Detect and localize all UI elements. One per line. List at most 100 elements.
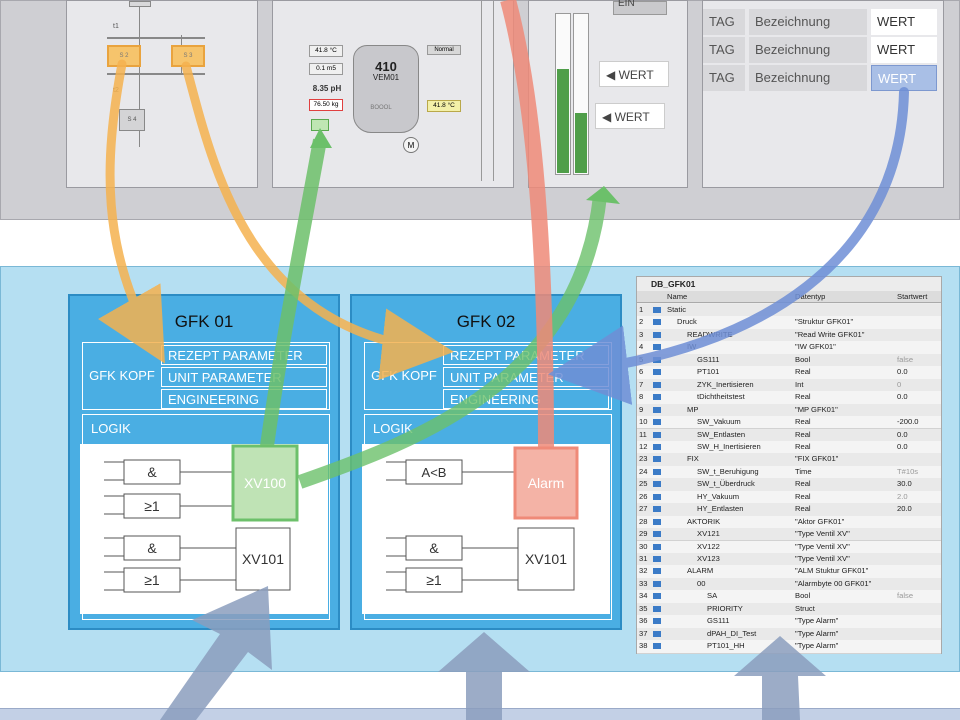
ein-button[interactable]: EIN xyxy=(613,0,667,15)
db-row-icon xyxy=(653,344,661,351)
bar-gauge-2 xyxy=(573,13,589,175)
db-row-name: GS111 xyxy=(697,354,720,364)
motor-symbol[interactable]: M xyxy=(403,137,419,153)
db-row-value: 0 xyxy=(897,379,902,389)
db-header-value: Startwert xyxy=(897,292,928,301)
db-row-type: "FIX GFK01" xyxy=(795,454,839,464)
gfk01-and-label: & xyxy=(147,464,157,480)
gfk01-and-gate[interactable] xyxy=(123,459,181,485)
gfk01-or-gate-2[interactable] xyxy=(123,567,181,593)
tag-value[interactable]: WERT xyxy=(871,37,937,63)
gfk02-logik-label: LOGIK xyxy=(373,421,413,436)
db-row-icon xyxy=(653,431,661,438)
db-row-value: false xyxy=(897,591,914,601)
tag-label: TAG xyxy=(703,65,745,91)
db-row-number: 37 xyxy=(639,628,648,638)
db-row-value: 20.0 xyxy=(897,504,912,514)
db-row-number: 31 xyxy=(639,554,648,563)
vessel-label: BOOOL xyxy=(370,105,392,111)
db-row-name: SW_H_Inertisieren xyxy=(697,441,761,451)
db-row-type: Real xyxy=(795,367,811,377)
db-row-type: Struct xyxy=(795,603,815,613)
db-row-name: PT101_HH xyxy=(707,641,745,651)
db-row-type: "Read Write GFK01" xyxy=(795,329,865,339)
db-row-type: Bool xyxy=(795,354,811,364)
db-row-value: T#10s xyxy=(897,466,919,476)
gfk02-or-gate[interactable] xyxy=(405,567,463,593)
gfk02-or-label: ≥1 xyxy=(426,572,442,588)
bar-value-2: ◀ WERT xyxy=(595,103,665,129)
db-row-name: Druck xyxy=(677,317,697,327)
db-row-type: "Type Ventil XV" xyxy=(795,529,850,539)
db-row-type: "Struktur GFK01" xyxy=(795,317,854,327)
gfk01-and2-label: & xyxy=(147,540,157,556)
db-row-type: Real xyxy=(795,441,811,451)
step-s4[interactable]: S 4 xyxy=(119,109,145,131)
gfk01-and-gate-2[interactable] xyxy=(123,535,181,561)
db-row-number: 8 xyxy=(639,392,644,402)
tag-description: Bezeichnung xyxy=(749,37,867,63)
step-t1-label: t1 xyxy=(113,23,119,30)
gfk02-alarm-block[interactable] xyxy=(513,446,579,520)
temp-readout: 41.8 °C xyxy=(309,45,343,57)
bar-gauge-1-fill xyxy=(557,68,569,173)
gfk01-logik-label: LOGIK xyxy=(91,421,131,436)
db-row-number: 34 xyxy=(639,591,648,601)
vessel-id: 410 xyxy=(375,59,397,74)
db-row-name: SW_t_Überdruck xyxy=(697,479,755,489)
db-row-icon xyxy=(653,468,661,475)
db-row-icon xyxy=(653,493,661,500)
db-row-name: ALARM xyxy=(687,566,714,576)
bottom-arrow-center xyxy=(438,632,530,720)
db-row-type: Real xyxy=(795,504,811,514)
db-row-type: "Type Alarm" xyxy=(795,641,839,651)
db-row-value: 30.0 xyxy=(897,479,912,489)
db-row-number: 38 xyxy=(639,641,648,651)
db-row-value: false xyxy=(897,354,914,364)
db-row-number: 10 xyxy=(639,417,648,427)
weight-readout: 76.50 kg xyxy=(309,99,343,111)
temp2-readout: 41.8 °C xyxy=(427,100,461,112)
db-row-type: Time xyxy=(795,466,812,476)
db-row-value: 0.0 xyxy=(897,441,908,451)
gfk02-compare-gate[interactable] xyxy=(405,459,463,485)
tag-row: TAG Bezeichnung WERT xyxy=(703,37,943,63)
tag-value[interactable]: WERT xyxy=(871,9,937,35)
gfk02-logic xyxy=(386,461,518,591)
gfk01-logic xyxy=(104,461,236,591)
db-row-name: XV121 xyxy=(697,529,720,539)
gfk01-unit-parameter[interactable]: UNIT PARAMETER xyxy=(161,367,327,387)
db-row-type: "MP GFK01" xyxy=(795,404,838,414)
db-row-type: "Aktor GFK01" xyxy=(795,516,845,526)
gfk02-and-gate[interactable] xyxy=(405,535,463,561)
db-row-type: "Alarmbyte 00 GFK01" xyxy=(795,578,872,588)
db-row-number: 26 xyxy=(639,491,648,501)
vessel-name: VEM01 xyxy=(372,73,400,82)
tag-value-highlighted[interactable]: WERT xyxy=(871,65,937,91)
db-row-icon xyxy=(653,406,661,413)
gfk01-or-gate[interactable] xyxy=(123,493,181,519)
db-row-icon xyxy=(653,443,661,450)
db-row-type: Real xyxy=(795,417,811,427)
db-row-number: 4 xyxy=(639,342,644,352)
db-row-name: SW_Entlasten xyxy=(697,429,746,439)
db-row-type: "IW GFK01" xyxy=(795,342,836,352)
db-row-name: HY_Vakuum xyxy=(697,491,740,501)
db-row-icon xyxy=(653,481,661,488)
db-row-icon xyxy=(653,543,661,550)
gfk01-xv100-block[interactable] xyxy=(231,444,299,522)
db-row-name: 00 xyxy=(697,578,706,588)
db-row-number: 11 xyxy=(639,429,647,439)
vessel[interactable] xyxy=(353,45,419,133)
db-row-type: Real xyxy=(795,479,811,489)
db-row-icon xyxy=(653,381,661,388)
gfk02-xv101-block[interactable] xyxy=(517,527,575,591)
db-header-name: Name xyxy=(667,292,688,301)
gfk01-kopf-label: GFK KOPF xyxy=(89,368,155,383)
blue-arrow-tag-unit-parameter xyxy=(548,87,909,405)
db-row-name: dPAH_DI_Test xyxy=(707,628,757,638)
gfk02-title: GFK 02 xyxy=(456,312,516,331)
